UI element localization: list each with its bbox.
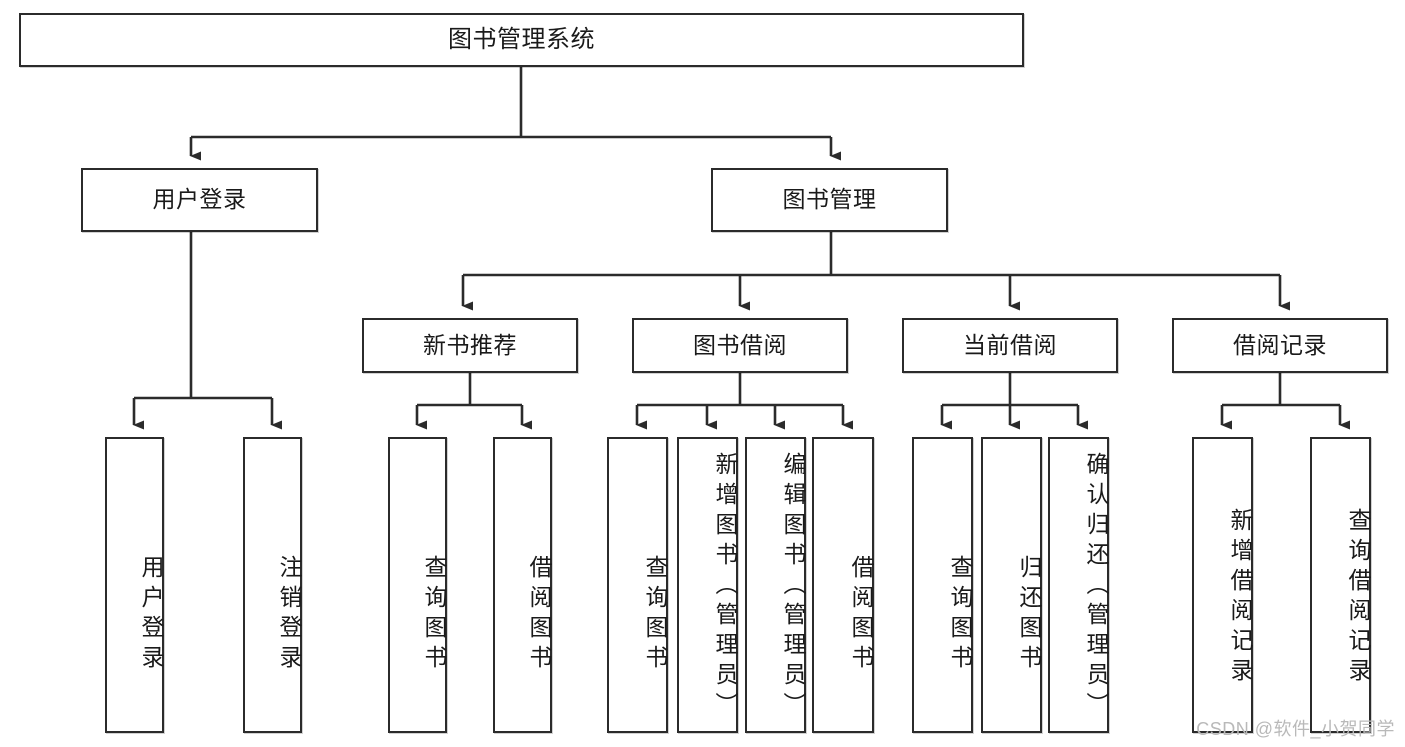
node-label: 归还图书 <box>1016 555 1042 675</box>
node-borrow-record[interactable]: 借阅记录 <box>1172 318 1388 373</box>
node-label: 注销登录 <box>276 555 302 675</box>
node-label: 查询借阅记录 <box>1345 508 1371 688</box>
node-label: 确认归还（管理员） <box>1083 452 1109 722</box>
leaf-book-borrow-add-book-admin[interactable]: 新增图书（管理员） <box>677 437 738 733</box>
leaf-current-borrow-confirm-return-admin[interactable]: 确认归还（管理员） <box>1048 437 1109 733</box>
node-label: 借阅记录 <box>1233 331 1327 358</box>
node-root-book-management-system[interactable]: 图书管理系统 <box>19 13 1024 67</box>
leaf-new-book-query-book[interactable]: 查询图书 <box>388 437 447 733</box>
node-label: 查询图书 <box>421 555 447 675</box>
leaf-user-login-logout[interactable]: 注销登录 <box>243 437 302 733</box>
leaf-book-borrow-query-book[interactable]: 查询图书 <box>607 437 668 733</box>
node-label: 新增借阅记录 <box>1227 508 1253 688</box>
node-book-management[interactable]: 图书管理 <box>711 168 948 232</box>
node-label: 新增图书（管理员） <box>712 452 738 722</box>
node-label: 新书推荐 <box>423 331 517 358</box>
node-current-borrow[interactable]: 当前借阅 <box>902 318 1118 373</box>
leaf-current-borrow-return-book[interactable]: 归还图书 <box>981 437 1042 733</box>
node-label: 图书管理 <box>782 186 877 213</box>
node-label: 借阅图书 <box>526 555 552 675</box>
leaf-book-borrow-borrow-book[interactable]: 借阅图书 <box>812 437 874 733</box>
leaf-user-login-login[interactable]: 用户登录 <box>105 437 164 733</box>
node-new-book-recommend[interactable]: 新书推荐 <box>362 318 578 373</box>
node-book-borrow[interactable]: 图书借阅 <box>632 318 848 373</box>
leaf-current-borrow-query-book[interactable]: 查询图书 <box>912 437 973 733</box>
node-label: 用户登录 <box>152 186 247 213</box>
csdn-watermark: CSDN @软件_小贺同学 <box>1196 719 1395 739</box>
leaf-new-book-borrow-book[interactable]: 借阅图书 <box>493 437 552 733</box>
leaf-book-borrow-edit-book-admin[interactable]: 编辑图书（管理员） <box>745 437 806 733</box>
node-label: 查询图书 <box>642 555 668 675</box>
node-label: 查询图书 <box>947 555 973 675</box>
node-label: 编辑图书（管理员） <box>780 452 806 722</box>
node-label: 图书借阅 <box>693 331 787 358</box>
node-label: 图书管理系统 <box>448 25 595 53</box>
leaf-borrow-record-query-record[interactable]: 查询借阅记录 <box>1310 437 1371 733</box>
node-label: 当前借阅 <box>963 331 1057 358</box>
node-label: 用户登录 <box>138 555 164 675</box>
leaf-borrow-record-add-record[interactable]: 新增借阅记录 <box>1192 437 1253 733</box>
node-label: 借阅图书 <box>848 555 874 675</box>
node-user-login[interactable]: 用户登录 <box>81 168 318 232</box>
